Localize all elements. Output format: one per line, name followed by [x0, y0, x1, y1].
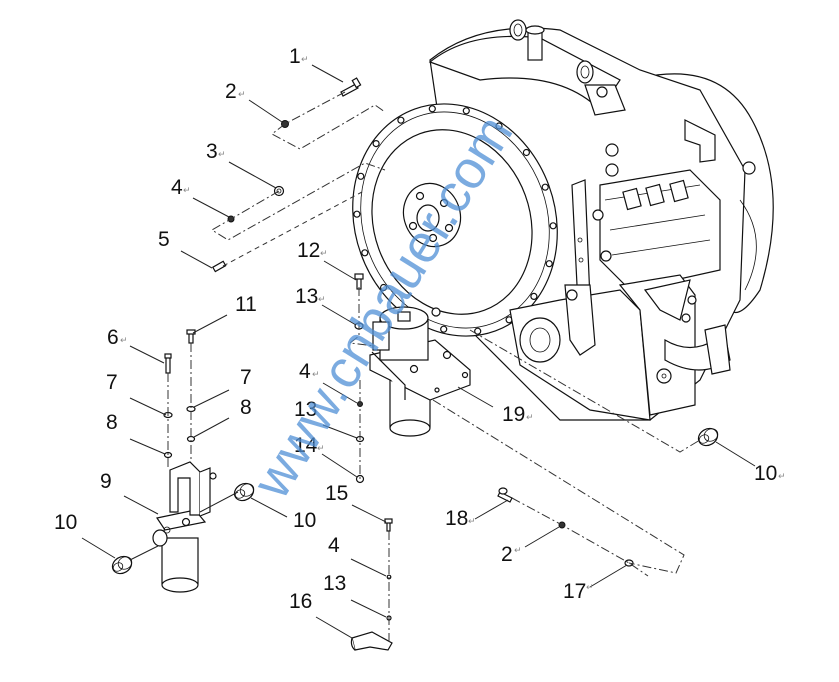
callout-8-left: 8 [106, 411, 118, 434]
callout-17: 17 [563, 580, 586, 603]
flange-bolt [372, 140, 380, 148]
flange-bolt [462, 107, 470, 115]
flange-bolt [380, 283, 388, 292]
flange-bolt [361, 249, 369, 257]
callout-13: 13 [295, 285, 318, 308]
callout-2: 2 [225, 80, 237, 103]
return-mark: ↵ [218, 150, 226, 160]
return-mark: ↵ [514, 546, 522, 556]
leader-lines [81, 64, 756, 639]
return-mark: ↵ [120, 336, 128, 346]
callout-4-stack: 4 [299, 360, 311, 383]
callout-9: 9 [100, 470, 112, 493]
callout-19: 19 [502, 403, 525, 426]
callout-12: 12 [297, 239, 320, 262]
callout-13-stack: 13 [294, 398, 317, 421]
return-mark: ↵ [468, 517, 476, 527]
flange-bolt [522, 148, 531, 157]
callout-7-right: 7 [240, 366, 252, 389]
callout-7-left: 7 [106, 371, 118, 394]
flange-bolt [353, 210, 361, 218]
callout-11: 11 [235, 293, 257, 316]
callout-labels: 1 ↵ 2 ↵ 3 ↵ 4 ↵ 5 12 ↵ 13 ↵ 11 6 ↵ 7 7 8… [54, 45, 786, 613]
flange-bolt [440, 325, 448, 333]
flange-bolt [541, 183, 549, 191]
oil-filter-assembly-19 [369, 306, 471, 437]
callout-10-middle: 10 [293, 509, 316, 532]
callout-2-lower: 2 [501, 543, 513, 566]
return-mark: ↵ [312, 370, 320, 380]
callout-4: 4 [171, 176, 183, 199]
callout-4-lower: 4 [328, 534, 340, 557]
return-mark: ↵ [183, 186, 191, 196]
callout-6: 6 [107, 326, 119, 349]
flange-bolt [428, 105, 436, 113]
return-mark: ↵ [238, 90, 246, 100]
return-mark: ↵ [526, 413, 534, 423]
callout-5: 5 [158, 228, 170, 251]
callout-10-left: 10 [54, 511, 77, 534]
return-mark: ↵ [318, 295, 326, 305]
return-mark: ↵ [320, 249, 328, 259]
return-mark: ↵ [317, 444, 325, 454]
callout-16: 16 [289, 590, 312, 613]
callout-3: 3 [206, 140, 218, 163]
filter-assembly-9 [152, 461, 217, 593]
callout-15: 15 [325, 482, 348, 505]
return-mark: ↵ [778, 472, 786, 482]
callout-1: 1 [289, 45, 301, 68]
callout-13-lower: 13 [323, 572, 346, 595]
plug-10-right [697, 427, 719, 447]
flange-bolt [530, 292, 538, 300]
flange-bolt [549, 222, 557, 230]
callout-10-right: 10 [754, 462, 777, 485]
return-mark: ↵ [586, 583, 594, 593]
plug-10-middle [233, 482, 255, 502]
flange-bolt [397, 116, 405, 124]
flange-bolt [357, 172, 365, 180]
return-mark: ↵ [301, 55, 309, 65]
callout-8-right: 8 [240, 396, 252, 419]
callout-14: 14 [294, 434, 318, 457]
flange-bolt [545, 260, 553, 268]
callout-18: 18 [445, 507, 468, 530]
flange-bolt [495, 122, 503, 130]
transmission-assembly [352, 19, 774, 421]
assembly-lines [129, 91, 701, 645]
